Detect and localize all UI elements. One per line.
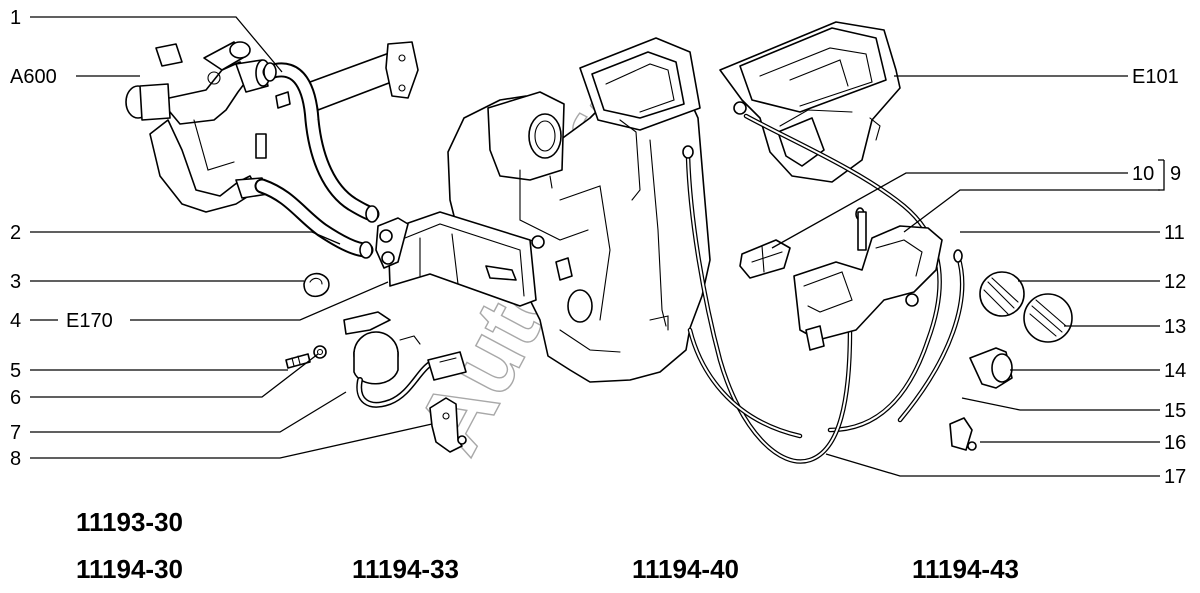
callout-15: 15 — [1164, 400, 1186, 422]
callout-2: 2 — [10, 222, 21, 244]
leader-lines-right — [771, 75, 1165, 477]
callouts-right: E101 10 9 11 12 13 14 15 16 17 — [1132, 66, 1186, 488]
model-code-3: 11194-33 — [352, 554, 459, 584]
coolant-tee-part — [125, 41, 271, 213]
knob-12 — [979, 271, 1025, 317]
callout-13: 13 — [1164, 316, 1186, 338]
callout-6: 6 — [10, 387, 21, 409]
clip-16 — [949, 417, 977, 451]
callout-11: 11 — [1164, 222, 1185, 244]
callouts-left: 1 A600 2 3 4 E170 5 6 7 8 — [10, 7, 113, 470]
control-unit — [793, 211, 943, 351]
cable-11 — [897, 253, 965, 423]
callout-14: 14 — [1164, 360, 1186, 382]
cable-e170 — [687, 327, 803, 439]
callout-E101: E101 — [1132, 66, 1179, 88]
callout-5: 5 — [10, 360, 21, 382]
callout-9: 9 — [1170, 163, 1181, 185]
hose-1 — [262, 62, 380, 223]
pipe-part — [309, 41, 419, 111]
callout-7: 7 — [10, 422, 21, 444]
callout-E170: E170 — [66, 310, 113, 332]
model-code-4: 11194-40 — [632, 554, 739, 584]
valve-actuator — [343, 311, 467, 408]
model-code-2: 11194-30 — [76, 554, 183, 584]
model-code-5: 11194-43 — [912, 554, 1019, 584]
leader-lines-left — [30, 16, 433, 459]
hose-clamp — [303, 272, 330, 298]
cable-end-a — [682, 145, 694, 159]
cable-17 — [685, 153, 853, 464]
model-code-1: 11193-30 — [76, 507, 183, 537]
callout-4: 4 — [10, 310, 21, 332]
callout-8: 8 — [10, 448, 21, 470]
callout-A600: A600 — [10, 66, 57, 88]
heater-housing — [447, 37, 711, 383]
hose-2 — [254, 91, 374, 259]
callout-17: 17 — [1164, 466, 1186, 488]
callout-10: 10 — [1132, 163, 1154, 185]
connector-10 — [739, 239, 791, 279]
screw-and-washer — [285, 345, 327, 369]
model-codes: 11193-30 11194-30 11194-33 11194-40 1119… — [76, 507, 1019, 584]
knob-14 — [969, 347, 1013, 389]
callout-1: 1 — [10, 7, 21, 29]
knob-13 — [1023, 293, 1073, 343]
cable-end-c — [953, 249, 963, 263]
bracket — [429, 397, 467, 453]
callout-3: 3 — [10, 271, 21, 293]
callout-12: 12 — [1164, 271, 1186, 293]
callout-16: 16 — [1164, 432, 1186, 454]
fan-housing — [719, 21, 901, 183]
heater-core — [375, 211, 537, 307]
